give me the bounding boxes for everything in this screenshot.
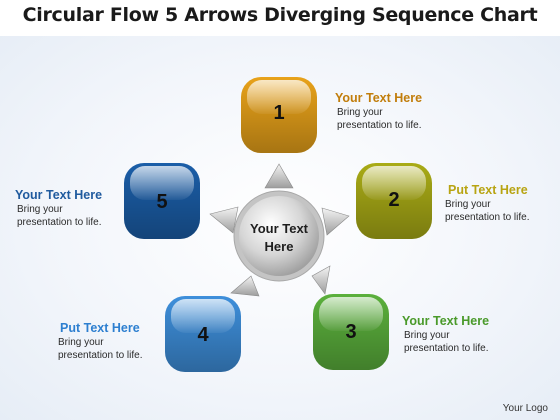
node-1-callout: Your Text Here Bring your presentation t… xyxy=(335,90,422,132)
node-2-desc-line2: presentation to life. xyxy=(445,212,530,223)
arrow-down-right-icon xyxy=(311,265,331,295)
node-2: 2 xyxy=(356,163,432,239)
node-5: 5 xyxy=(124,163,200,239)
node-4-heading: Put Text Here xyxy=(60,321,140,335)
node-5-heading: Your Text Here xyxy=(15,188,103,202)
node-2-number: 2 xyxy=(388,189,399,211)
arrow-up-icon xyxy=(264,163,294,189)
node-5-callout: Your Text Here Bring your presentation t… xyxy=(15,187,102,229)
node-4-desc-line2: presentation to life. xyxy=(58,350,143,361)
node-5-desc-line1: Bring your xyxy=(17,204,63,215)
node-4-callout: Put Text Here Bring your presentation to… xyxy=(58,320,143,362)
node-4-desc-line1: Bring your xyxy=(58,337,104,348)
arrow-down-left-icon xyxy=(230,275,260,297)
logo-text: Your Logo xyxy=(502,403,548,414)
node-5-desc-line2: presentation to life. xyxy=(17,217,102,228)
node-1-desc-line2: presentation to life. xyxy=(337,120,422,131)
node-4: 4 xyxy=(165,296,241,372)
node-2-desc-line1: Bring your xyxy=(445,199,491,210)
node-1-desc-line1: Bring your xyxy=(337,107,383,118)
node-3-desc-line2: presentation to life. xyxy=(404,343,489,354)
node-2-heading: Put Text Here xyxy=(448,183,528,197)
node-4-number: 4 xyxy=(197,324,209,346)
page-title: Circular Flow 5 Arrows Diverging Sequenc… xyxy=(22,4,538,26)
arrow-right-icon xyxy=(321,207,350,236)
node-3-desc-line1: Bring your xyxy=(404,330,450,341)
node-3-number: 3 xyxy=(345,321,356,343)
center-disc xyxy=(239,196,319,276)
center-text-line1: Your Text xyxy=(250,221,309,236)
node-1-heading: Your Text Here xyxy=(335,91,423,105)
node-1-number: 1 xyxy=(273,102,284,124)
node-2-callout: Put Text Here Bring your presentation to… xyxy=(445,182,530,224)
node-3-heading: Your Text Here xyxy=(402,314,490,328)
node-3-callout: Your Text Here Bring your presentation t… xyxy=(402,313,489,355)
node-1: 1 xyxy=(241,77,317,153)
node-3: 3 xyxy=(313,294,389,370)
node-5-number: 5 xyxy=(156,191,167,213)
arrow-left-icon xyxy=(209,206,239,234)
center-text-line2: Here xyxy=(265,239,294,254)
